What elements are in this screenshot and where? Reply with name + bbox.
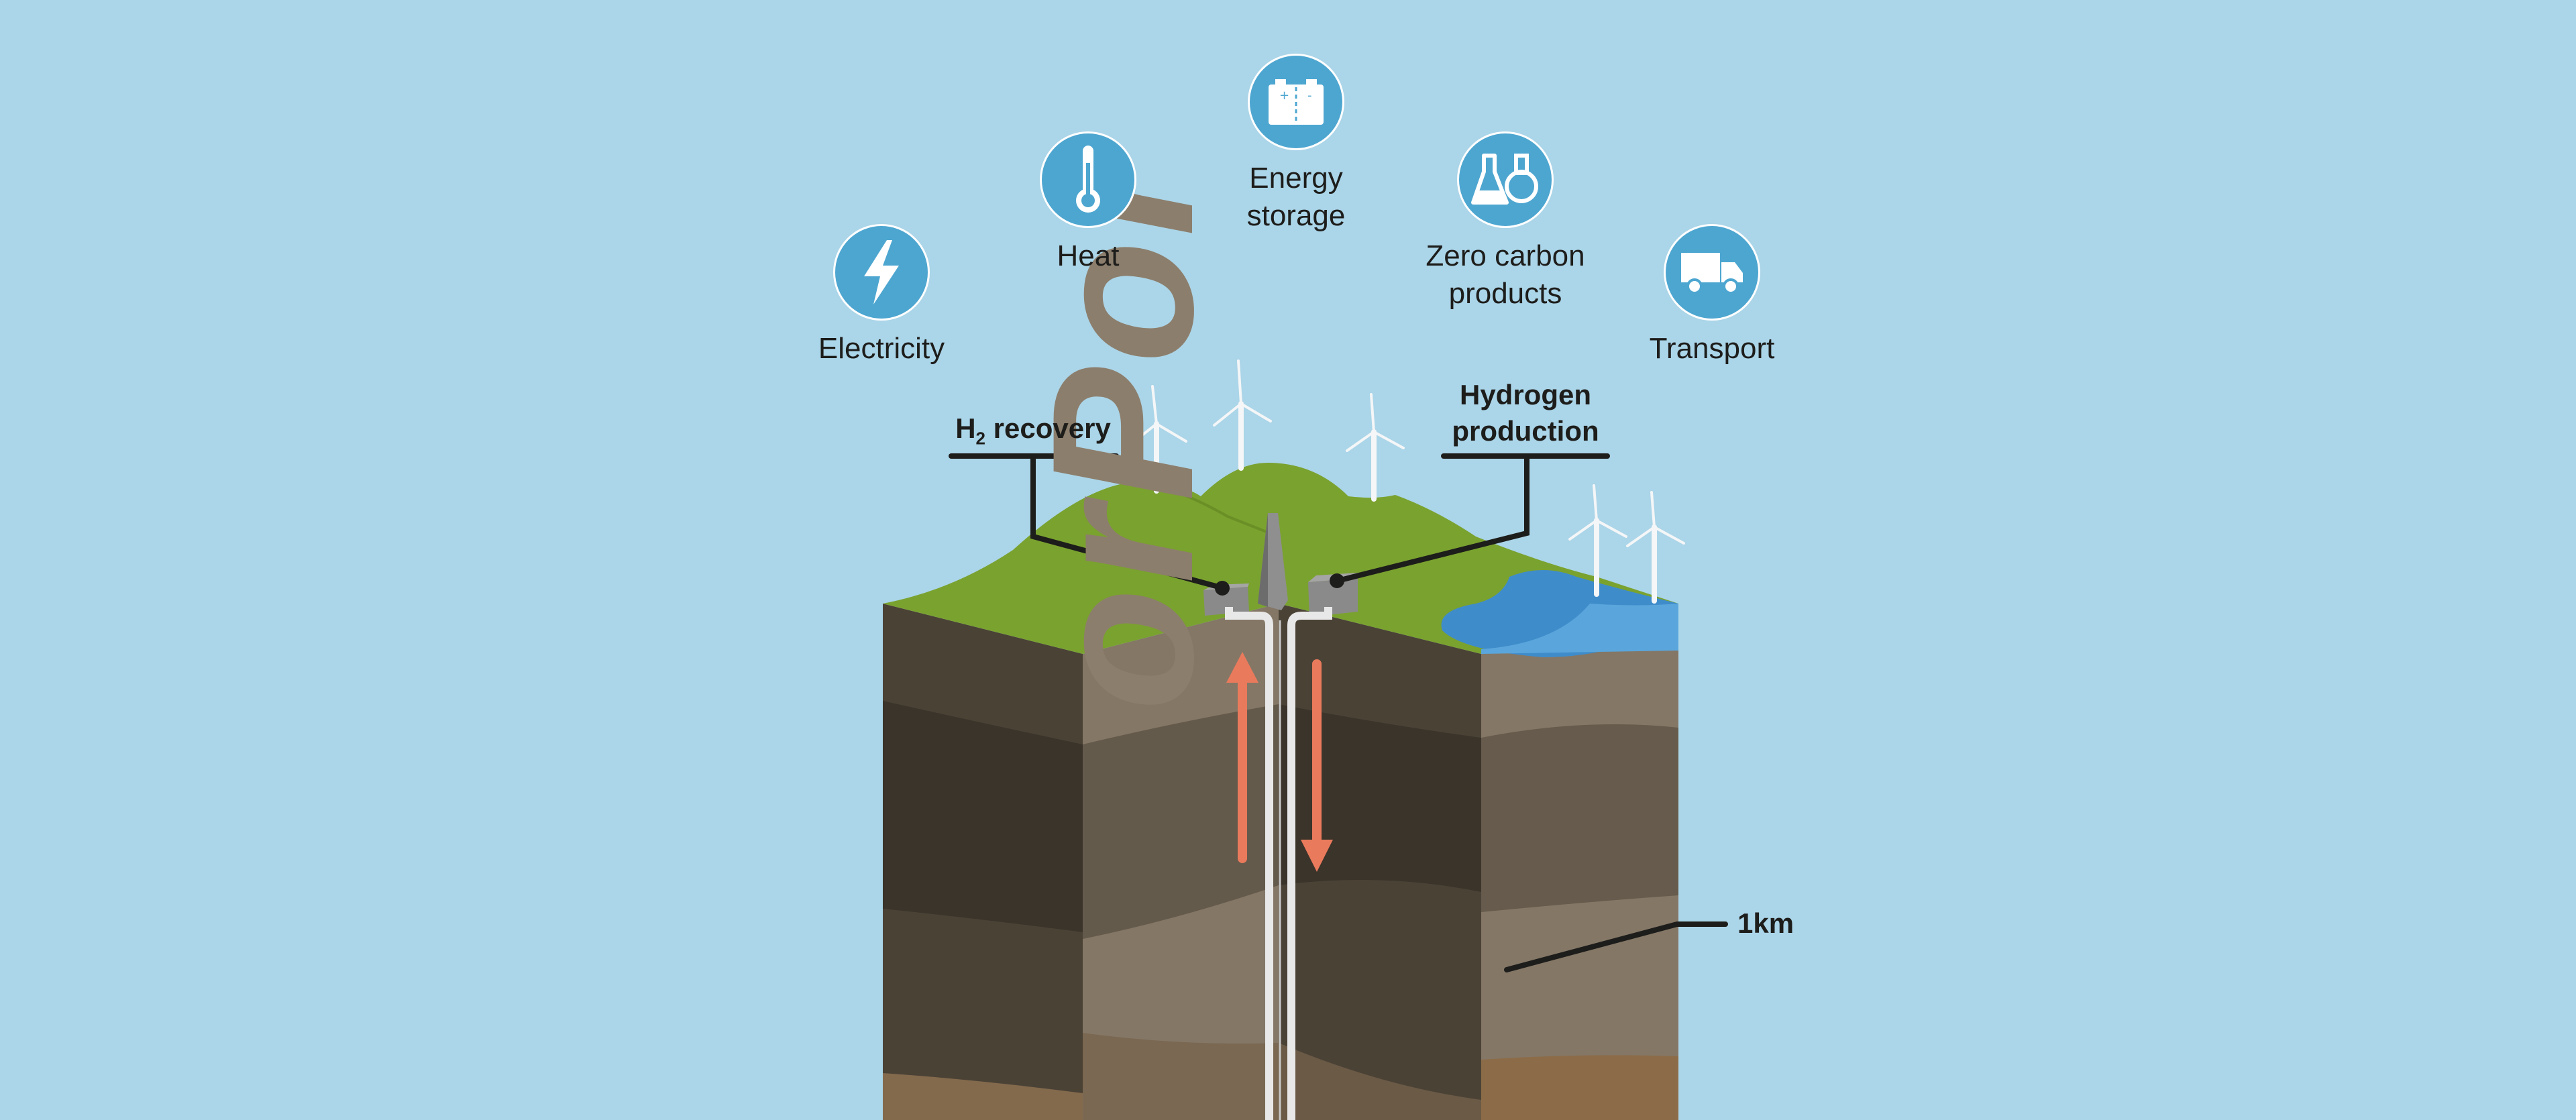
hydrogen-production-marker [1330, 573, 1344, 588]
use-transport: Transport [1598, 224, 1826, 368]
thermometer-icon [1040, 131, 1136, 228]
use-zero-carbon-products: Zero carbon products [1391, 131, 1619, 313]
hill-ridge [1140, 480, 1279, 538]
borehole-tower-shade [1258, 513, 1268, 607]
use-label-heat: Heat [1057, 239, 1120, 272]
downflow-arrow [1301, 659, 1333, 872]
recovery-pipe [1225, 607, 1273, 1120]
use-heat: Heat [974, 131, 1202, 275]
truck-icon [1664, 224, 1760, 321]
use-label-electricity: Electricity [818, 332, 945, 365]
h2-recovery-marker [1215, 581, 1230, 596]
flask-icon [1457, 131, 1554, 228]
use-label-energy-storage: Energy storage [1246, 162, 1346, 232]
upflow-arrow [1226, 652, 1258, 863]
hydrogen-production-label: Hydrogen production [1452, 379, 1599, 447]
use-energy-storage: +- Energy storage [1182, 54, 1410, 235]
front-left-face [1083, 604, 1279, 1120]
lightning-bolt-icon [833, 224, 930, 321]
lake-near [1481, 604, 1678, 654]
use-electricity: Electricity [767, 224, 996, 368]
h2-recovery-leader [949, 453, 1224, 590]
wind-turbines [1130, 359, 1685, 604]
use-label-transport: Transport [1649, 332, 1775, 365]
use-label-zero-carbon-products: Zero carbon products [1426, 239, 1585, 310]
left-face [883, 604, 1083, 1120]
injection-pipe [1287, 607, 1332, 1120]
front-right-face [1279, 604, 1481, 1120]
h2-recovery-label: H2 recovery [955, 412, 1111, 449]
depth-leader [1504, 921, 1728, 972]
hydrogen-production-leader [1335, 453, 1610, 583]
svg-text:+: + [1279, 89, 1289, 103]
right-face [1481, 604, 1678, 1120]
svg-text:-: - [1307, 89, 1312, 103]
depth-label: 1km [1737, 907, 1794, 939]
battery-icon: +- [1248, 54, 1344, 150]
